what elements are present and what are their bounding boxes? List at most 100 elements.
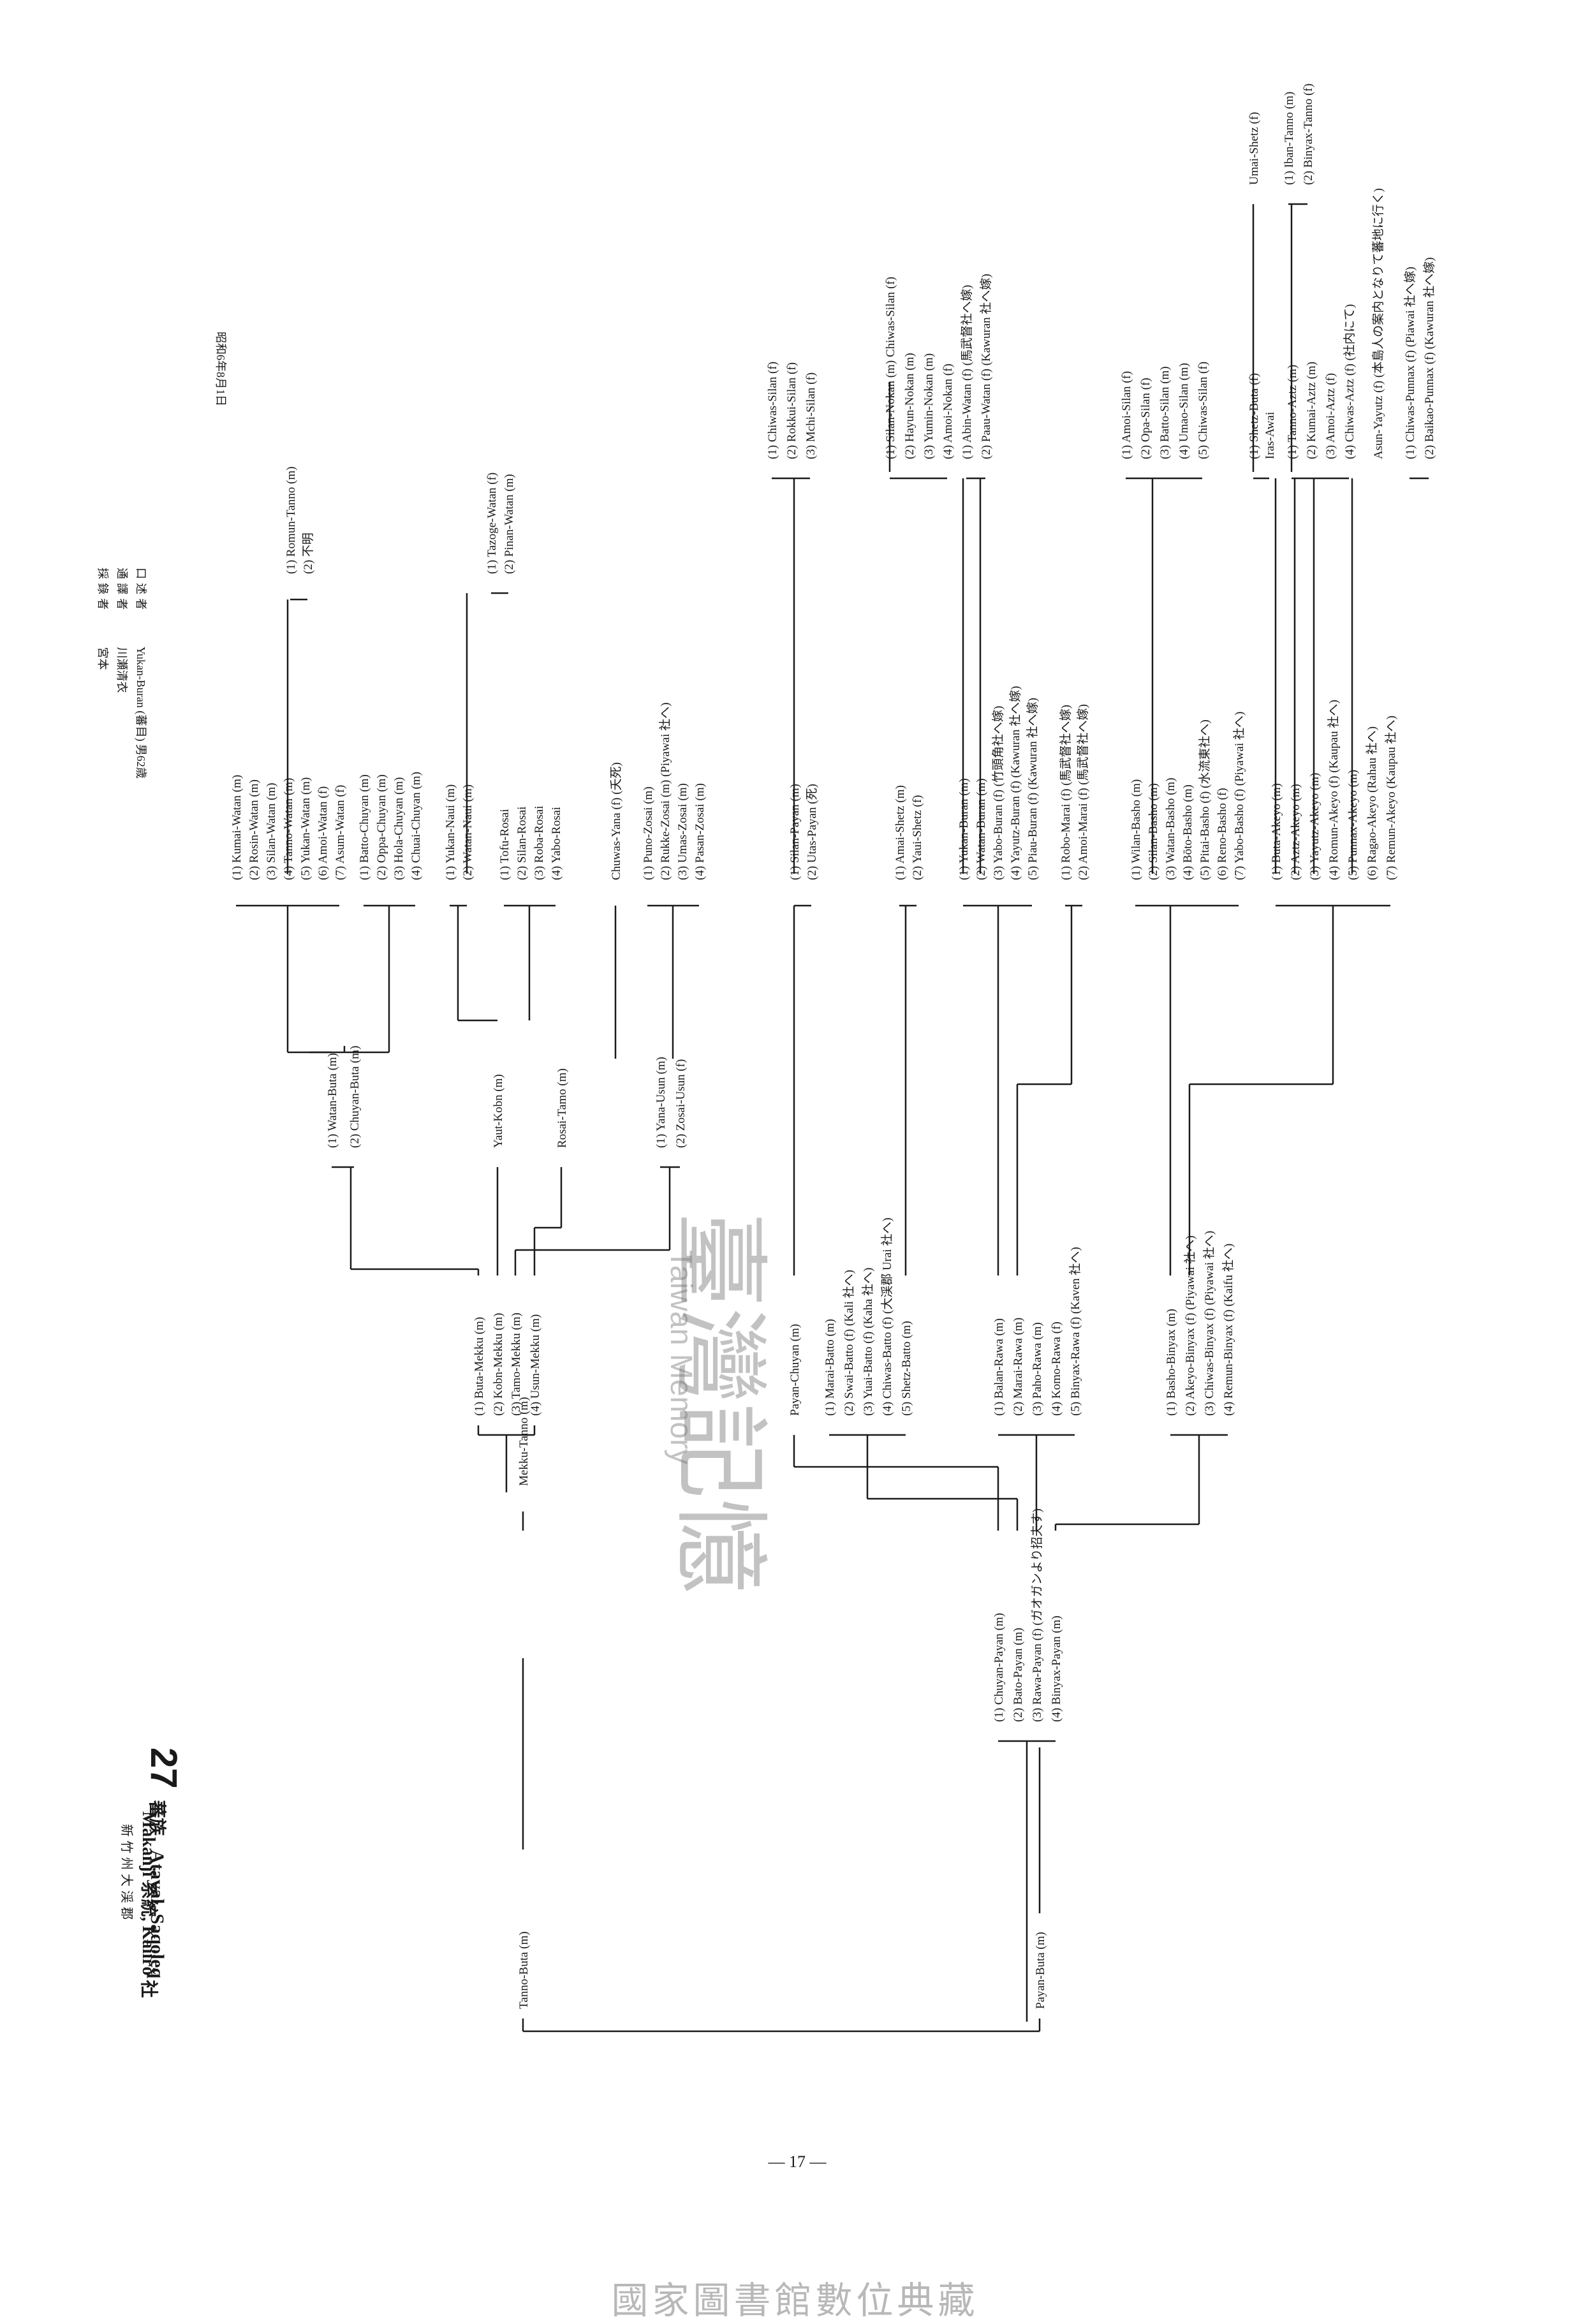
tree-node-n18: (6) Amoi-Watan (f) bbox=[316, 786, 330, 880]
tree-node-n17: (5) Yukan-Watan (m) bbox=[299, 777, 313, 880]
tree-node-n97: (4) Umao-Silan (m) bbox=[1177, 363, 1191, 459]
tree-node-n12: (2) Zosai-Usun (f) bbox=[674, 1059, 688, 1148]
tree-node-n43: (4) Binyax-Payan (m) bbox=[1050, 1615, 1063, 1722]
tree-node-n89: (3) Yumin-Nokan (m) bbox=[922, 353, 936, 459]
tree-node-n35: (1) Romun-Tanno (m) bbox=[284, 466, 298, 574]
tree-node-n62: (2) Yaui-Shetz (f) bbox=[911, 795, 924, 880]
tree-node-n26: (1) Tofu-Rosai bbox=[498, 809, 512, 880]
tree-node-n105: Asun-Yayutz (f) (本島人の案内となりて蕃地に行く) bbox=[1371, 188, 1385, 459]
tree-node-n51: (2) Marai-Rawa (m) bbox=[1012, 1318, 1025, 1416]
tree-node-n50: (1) Balan-Rawa (m) bbox=[992, 1318, 1006, 1416]
tree-node-n71: (2) Silan-Basho (m) bbox=[1147, 783, 1160, 880]
interpreter-label: 通譯者 bbox=[115, 568, 128, 614]
tree-node-n4: (2) Kobn-Mekku (m) bbox=[492, 1313, 505, 1416]
tree-node-n41: (2) Bato-Payan (m) bbox=[1012, 1628, 1025, 1722]
tree-node-n33: (3) Umas-Zosai (m) bbox=[676, 783, 689, 880]
tree-node-n59: (1) Silan-Payan (m) bbox=[788, 784, 802, 880]
tree-node-n6: (4) Usun-Mekku (m) bbox=[529, 1314, 542, 1416]
tree-node-n1: Tanno-Buta (m) bbox=[517, 1931, 531, 2009]
tree-node-n16: (4) Tanno-Watan (m) bbox=[282, 778, 295, 880]
tree-node-n77: (1) Buta-Akeyo (m) bbox=[1270, 783, 1283, 880]
tree-node-n102: (2) Kumai-Aztz (m) bbox=[1305, 362, 1318, 459]
interpreter-value: 川瀬清衣 bbox=[115, 647, 128, 693]
tree-node-n21: (2) Oppa-Chuyan (m) bbox=[375, 774, 388, 880]
tree-node-n74: (5) Pitai-Basho (f) (水流東社へ) bbox=[1198, 719, 1212, 880]
tree-node-n82: (6) Ragao-Akeyo (Rahau 社へ) bbox=[1365, 726, 1379, 880]
tree-node-n91: (1) Abin-Watan (f) (馬武督社へ嫁) bbox=[960, 285, 974, 459]
tree-node-n65: (3) Yabo-Buran (f) (竹頭角社へ嫁) bbox=[991, 706, 1005, 880]
tree-node-n23: (4) Chuai-Chuyan (m) bbox=[409, 772, 423, 880]
tree-node-n46: (2) Swai-Batto (f) (Kali 社へ) bbox=[842, 1270, 856, 1416]
chart-number: 27 bbox=[143, 1747, 184, 1789]
tree-node-n22: (3) Hola-Chuyan (m) bbox=[392, 777, 406, 880]
tree-node-n83: (7) Remun-Akeyo (Kaupau 社へ) bbox=[1384, 716, 1398, 880]
narrator-value: Yukan-Buran (蕃目) 男62歳 bbox=[135, 646, 147, 779]
tree-node-n57: (3) Chiwas-Binyax (f) (Piyawai 社へ) bbox=[1202, 1231, 1216, 1416]
page-number: — 17 — bbox=[768, 2152, 827, 2171]
tree-node-n104: (4) Chiwas-Aztz (f) (社内にて) bbox=[1343, 304, 1357, 459]
tree-node-n84: (1) Chiwas-Silan (f) bbox=[766, 362, 779, 459]
recorder-value: 宮本 bbox=[96, 647, 109, 670]
tree-node-n81: (5) Punnax-Akeyo (m) bbox=[1346, 770, 1360, 880]
tree-node-n47: (3) Yuai-Batto (f) (Kaha 社へ) bbox=[861, 1268, 875, 1416]
tree-node-n40: (1) Chuyan-Payan (m) bbox=[992, 1613, 1006, 1722]
tree-node-n31: (1) Puno-Zosai (m) bbox=[642, 786, 655, 880]
tree-node-n98: (5) Chiwas-Silan (f) bbox=[1196, 362, 1210, 459]
tree-node-n42: (3) Rawa-Payan (f) (ガオガンより招夫す) bbox=[1030, 1508, 1044, 1722]
tree-node-n64: (2) Watan-Buran (m) bbox=[975, 778, 988, 880]
tree-node-n52: (3) Paho-Rawa (m) bbox=[1031, 1322, 1044, 1416]
tree-node-n56: (2) Akeyo-Binyax (f) (Piyawai 社へ) bbox=[1183, 1235, 1197, 1416]
tree-node-n100: Iras-Awai bbox=[1263, 412, 1277, 459]
tree-node-n90: (4) Amoi-Nokan (f) bbox=[941, 364, 955, 459]
tree-labels: Tanno-Buta (m) Mekku-Tanno (m) (1) Buta-Me… bbox=[230, 84, 1436, 2009]
tree-node-n54: (5) Binyax-Rawa (f) (Kaven 社へ) bbox=[1068, 1247, 1082, 1416]
tree-node-n25: (2) Watan-Naui (m) bbox=[461, 784, 475, 880]
tree-node-n87: (1) Silan-Nokan (m) bbox=[884, 360, 897, 459]
tree-node-n55: (1) Basho-Binyax (m) bbox=[1165, 1309, 1178, 1416]
tree-node-n48: (4) Chiwas-Batto (f) (大渓郡 Urai 社へ) bbox=[880, 1217, 894, 1416]
tree-node-n9: Yaut-Kobn (m) bbox=[492, 1074, 505, 1148]
tree-node-n32: (2) Rukke-Zosai (m) (Piyawai 社へ) bbox=[658, 702, 672, 880]
tree-node-n106: (1) Chiwas-Punnax (f) (Piawai 社へ嫁) bbox=[1403, 267, 1417, 459]
narrator-line: 口述者 Yukan-Buran (蕃目) 男62歳 bbox=[133, 568, 150, 779]
recorder-line: 採錄者 宮本 bbox=[95, 568, 112, 670]
tree-connector-lines bbox=[236, 203, 1429, 2033]
tree-node-n44: Payan-Chuyan (m) bbox=[788, 1324, 802, 1416]
interpreter-line: 通譯者 川瀬清衣 bbox=[114, 568, 131, 693]
tree-node-n13: (1) Kumai-Watan (m) bbox=[230, 775, 244, 880]
tree-node-n72: (3) Watan-Basho (m) bbox=[1164, 777, 1177, 880]
date-line: 昭和6年8月1日 bbox=[213, 332, 230, 406]
tree-node-n110: (2) Binyax-Tanno (f) bbox=[1302, 84, 1315, 185]
tree-node-n66: (4) Yayutz-Buran (f) (Kawuran 社へ嫁) bbox=[1008, 686, 1022, 880]
tree-node-n36: (2) 不明 bbox=[302, 533, 315, 574]
tree-node-n107: (2) Baikao-Punnax (f) (Kawuran 社へ嫁) bbox=[1422, 257, 1436, 459]
tree-node-n30: Chuwas-Yana (f) (夭死) bbox=[609, 762, 623, 880]
tree-node-n38: (2) Pinan-Watan (m) bbox=[503, 474, 516, 574]
tree-node-n69: (2) Amoi-Marai (f) (馬武督社へ嫁) bbox=[1076, 704, 1090, 880]
tree-node-n68: (1) Robo-Marai (f) (馬武督社へ嫁) bbox=[1059, 705, 1073, 880]
tree-node-n7: (1) Watan-Buta (m) bbox=[326, 1053, 339, 1148]
footer-credit: 國家圖書館數位典藏 bbox=[611, 2279, 979, 2322]
location: 新竹州大渓郡 bbox=[119, 1824, 133, 1923]
lineage-name: Makanji 系統, Kaiirõ 社 bbox=[138, 1811, 158, 1998]
tree-node-n94: (1) Amoi-Silan (f) bbox=[1120, 371, 1133, 459]
tree-node-n108: Umai-Shetz (f) bbox=[1248, 112, 1261, 185]
tree-node-n5: (3) Tamo-Mekku (m) bbox=[510, 1313, 523, 1416]
tree-node-n101: (1) Tanno-Aztz (m) bbox=[1286, 365, 1299, 459]
tree-node-n92: (2) Paau-Watan (f) (Kawuran 社へ嫁) bbox=[979, 274, 993, 459]
tree-node-n3: (1) Buta-Mekku (m) bbox=[473, 1317, 486, 1416]
tree-node-n10: Rosai-Tamo (m) bbox=[556, 1068, 569, 1148]
tree-node-n2: Mekku-Tanno (m) bbox=[517, 1397, 531, 1486]
tree-node-n39: Payan-Buta (m) bbox=[1034, 1932, 1047, 2009]
tree-node-n61: (1) Amai-Shetz (m) bbox=[894, 785, 907, 880]
date-value: 昭和6年8月1日 bbox=[214, 332, 227, 406]
tree-node-n96: (3) Batto-Silan (m) bbox=[1158, 366, 1172, 459]
tree-node-n20: (1) Batto-Chuyan (m) bbox=[358, 774, 371, 880]
tree-node-n34: (4) Pasan-Zosai (m) bbox=[693, 783, 707, 880]
tree-node-n103: (3) Amoi-Aztz (f) bbox=[1324, 373, 1337, 459]
tree-node-n11: (1) Yana-Usun (m) bbox=[654, 1057, 668, 1148]
tree-node-n14: (2) Rosin-Watan (m) bbox=[247, 779, 261, 880]
watermark-english: Taiwan Memory bbox=[664, 1250, 698, 1465]
tree-node-n76: (7) Yabo-Basho (f) (Piyawai 社へ) bbox=[1232, 712, 1246, 880]
